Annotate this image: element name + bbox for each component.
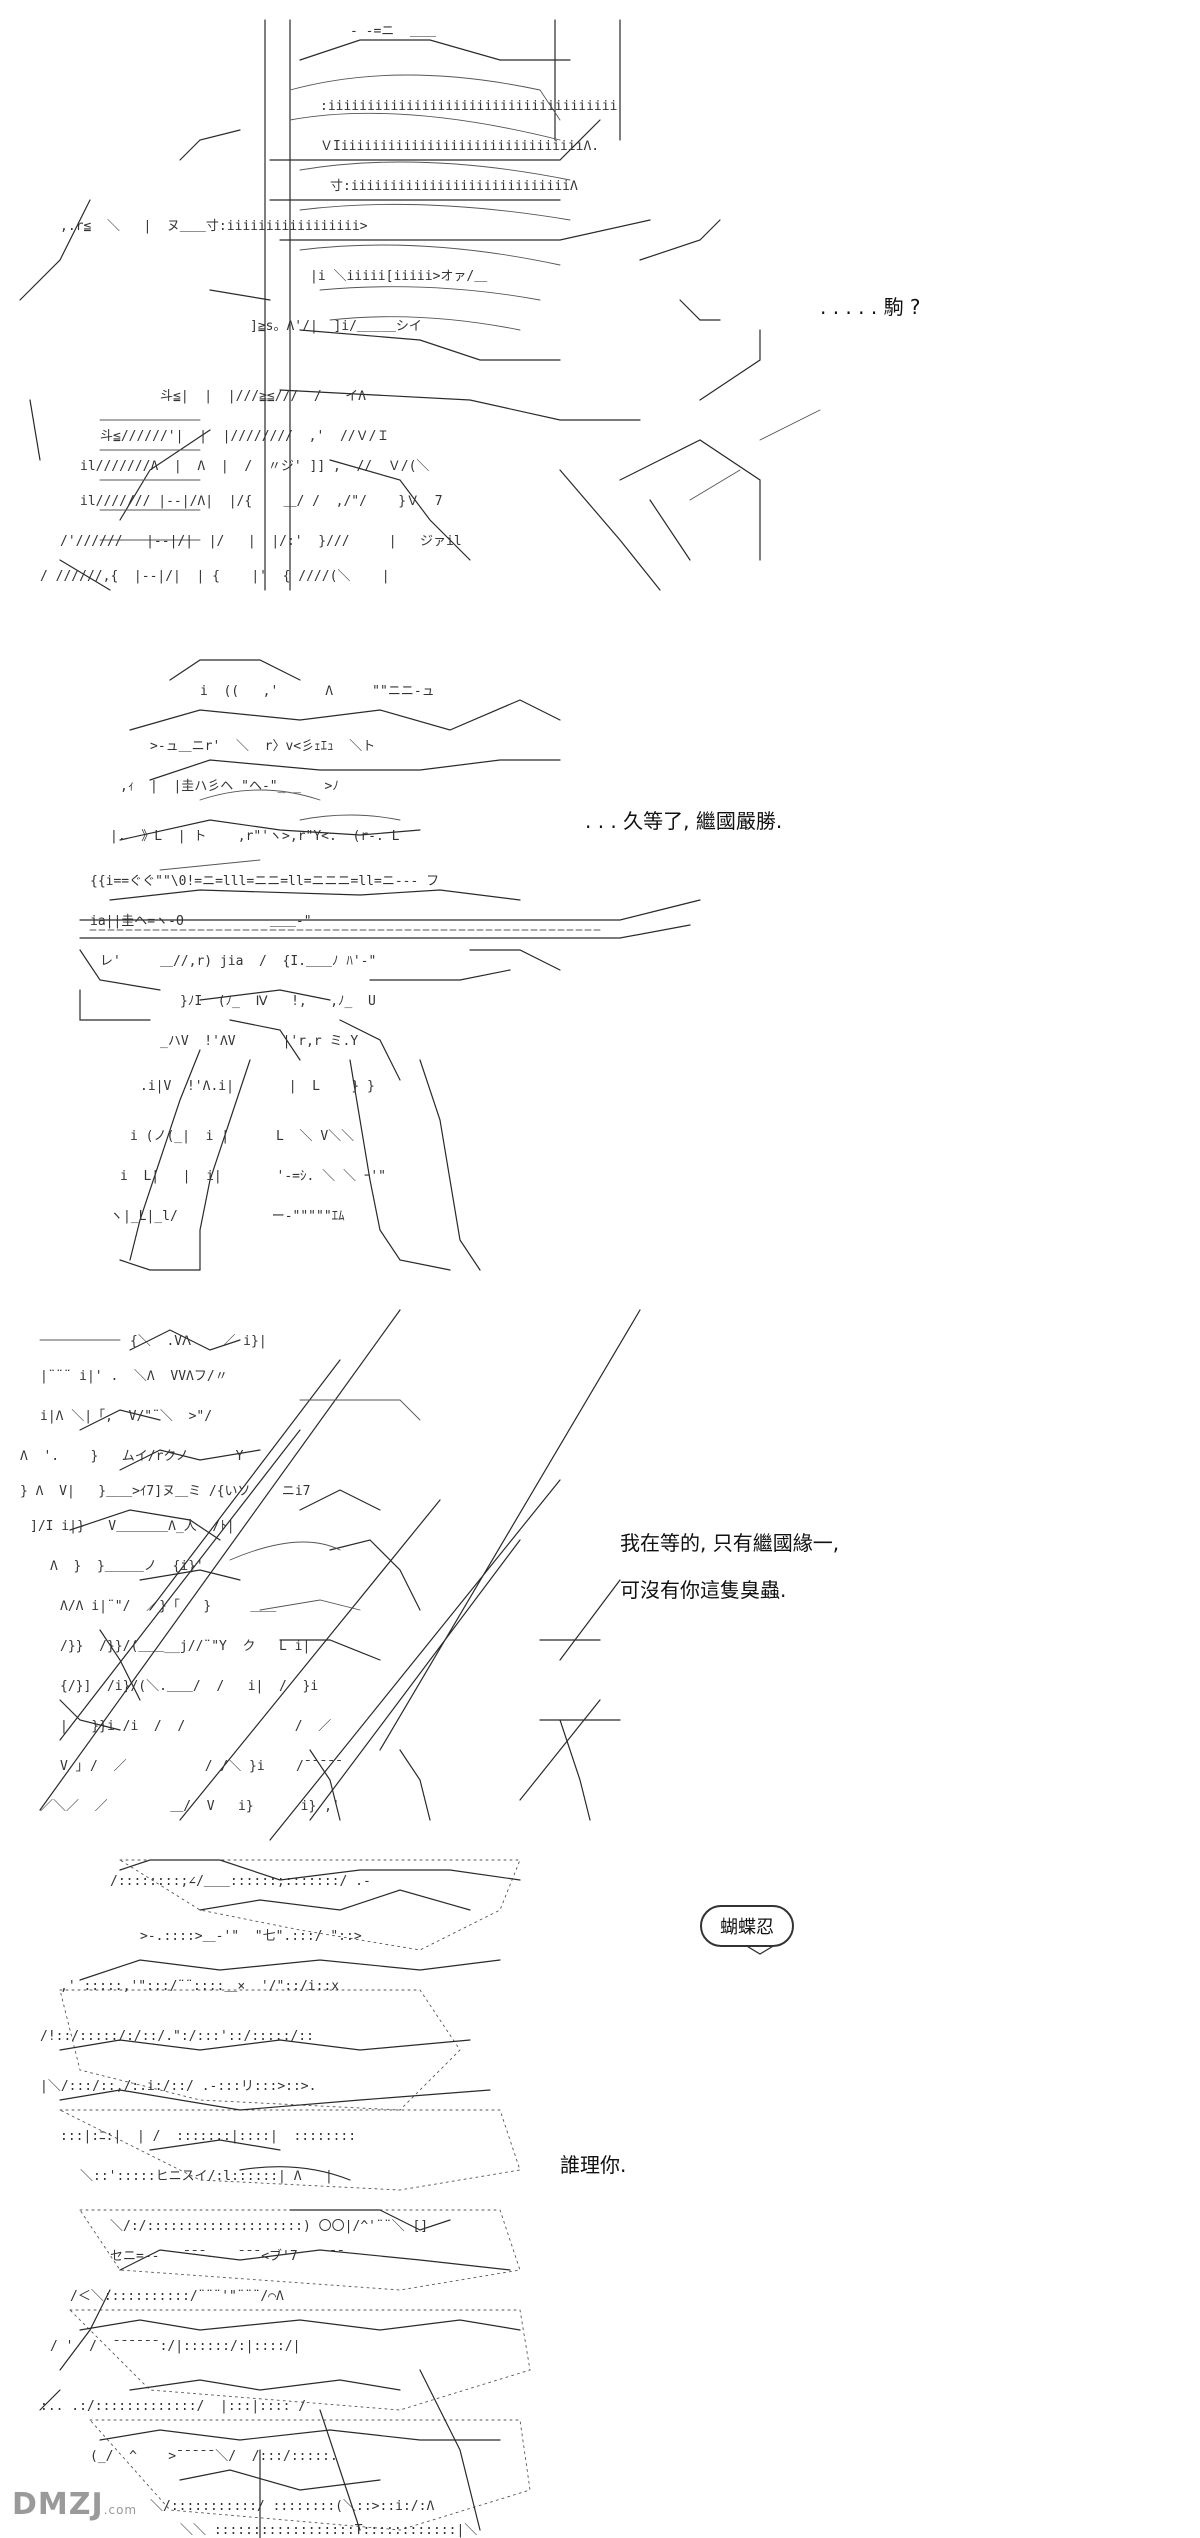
svg-text:/＜＼:::::::::::/¨¨¨'"¨¨¨/⌒Λ: /＜＼:::::::::::/¨¨¨'"¨¨¨/⌒Λ <box>70 2289 284 2304</box>
svg-text:ia||圭ヘ=ヽ-O ＿＿-": ia||圭ヘ=ヽ-O ＿＿-" <box>90 914 312 929</box>
svg-text:/}} /}}/(＿＿__j//¨"Y ク L i|: /}} /}}/(＿＿__j//¨"Y ク L i| <box>60 1639 310 1654</box>
svg-text:i L| | i| '-=ｼ. ＼ ＼: i L| | i| '-=ｼ. ＼ ＼ ｰ'" <box>120 1169 386 1184</box>
dmzj-watermark-logo: DMZJ.com <box>12 2487 137 2522</box>
svg-text:]/I i|} V＿＿＿＿Λ_人 /ﾄ|: ]/I i|} V＿＿＿＿Λ_人 /ﾄ| <box>30 1519 235 1534</box>
caption-panel-3-line-2: 可沒有你這隻臭蟲. <box>620 1578 787 1602</box>
caption-panel-4: 誰理你. <box>560 2153 627 2177</box>
svg-text:}ﾉI (ﾉ_ Ⅳ !, ,ﾉ_ U: }ﾉI (ﾉ_ Ⅳ !, ,ﾉ_ U <box>180 994 376 1009</box>
svg-text:,ｨ | |圭ハ彡ヘ "ヘ-"_ _ >ﾉ: ,ｨ | |圭ハ彡ヘ "ヘ-"_ _ >ﾉ <box>120 779 339 794</box>
svg-text:{＼ .Vᐱ ／ i}|: {＼ .Vᐱ ／ i}| <box>130 1334 267 1349</box>
svg-text:Λ '. } ムイ/rクノ Y: Λ '. } ムイ/rクノ Y <box>20 1449 244 1464</box>
panel-3: {＼ .Vᐱ ／ i}| |¨¨¨ i|' . ＼Λ VVΛフ/〃 i|Λ ＼|… <box>0 1280 1200 1850</box>
watermark-suffix: .com <box>103 2503 138 2517</box>
svg-text:斗≦//////'| | |//////// ,': 斗≦//////'| | |//////// ,' //Ｖ/Ｉ <box>100 429 389 444</box>
speech-bubble-name: 蝴蝶忍 <box>700 1905 794 1947</box>
svg-text:＼/:/::::::::::::::::::::) 〇〇|/: ＼/:/::::::::::::::::::::) 〇〇|/^'¨¨＼ [] <box>110 2219 428 2234</box>
svg-text:(_/ ^ >¯¯¯¯¯＼/ /:::/:::::: (_/ ^ >¯¯¯¯¯＼/ /:::/:::::. <box>90 2449 338 2464</box>
svg-text:{{i==ぐぐ""\0!=ニ=lll=ニニ=ll=ニニニ=l: {{i==ぐぐ""\0!=ニ=lll=ニニ=ll=ニニニ=ll=ニ-‐‐ フ <box>90 874 439 889</box>
speech-bubble-text: 蝴蝶忍 <box>720 1917 774 1938</box>
svg-text:/'////// |--|/| |/ | |/:: /'////// |--|/| |/ | |/:' }/// | ジァil <box>60 534 462 549</box>
svg-text:V ｣ / ／ / /＼ }i /: V ｣ / ／ / /＼ }i /¯¯¯¯¯ <box>60 1759 343 1774</box>
panel-4: /::::::::;∠/＿＿::::::;:::::::/ .- >-.::::… <box>0 1850 1200 2538</box>
svg-text:{/}] /i}/(＼.＿＿/ / i| / }: {/}] /i}/(＼.＿＿/ / i| / }i <box>60 1679 318 1694</box>
svg-text:寸:iiiiiiiiiiiiiiiiiiiiiiiiiiii: 寸:iiiiiiiiiiiiiiiiiiiiiiiiiiiiΛ <box>330 179 578 194</box>
panel-2: i (( ,' Λ ""ニニ-ュ >-ュ＿ニr' ＼ r〉v<彡ｪｴｭ ＼ト ,… <box>0 620 1200 1280</box>
svg-text:/!::/:::::/:/::/.":/:::'::/:::: /!::/:::::/:/::/.":/:::'::/:::::/:: <box>40 2029 314 2044</box>
svg-text:i|Λ ＼|「, V/"¨＼ >"/: i|Λ ＼|「, V/"¨＼ >"/ <box>40 1409 212 1424</box>
ascii-art-figure-1: - -=ニ ＿＿ :iiiiiiiiiiiiiiiiiiiiiiiiiiiiii… <box>19 19 821 591</box>
svg-text:il/////// |--|/Λ| |/{ ＿/ /: il/////// |--|/Λ| |/{ ＿/ / ,/"/ }Ｖ 7 <box>80 494 443 509</box>
watermark-text: DMZJ <box>12 2487 104 2522</box>
caption-panel-3-line-1: 我在等的, 只有繼國緣一, <box>620 1531 840 1555</box>
svg-text:i (ノ(_| i | L ＼ V＼＼: i (ノ(_| i | L ＼ V＼＼ <box>130 1129 354 1144</box>
svg-text:} Λ V| }＿＿>ｲ7]ヌ＿ミ /{いソ ニ: } Λ V| }＿＿>ｲ7]ヌ＿ミ /{いソ ニi7 <box>20 1484 311 1499</box>
svg-text:]≧s。Λ'/| ]i/＿＿＿シイ: ]≧s。Λ'/| ]i/＿＿＿シイ <box>250 319 422 334</box>
svg-text:.i|V !'Λ.i| | L } }: .i|V !'Λ.i| | L } } <box>140 1079 375 1094</box>
panel-1: - -=ニ ＿＿ :iiiiiiiiiiiiiiiiiiiiiiiiiiiiii… <box>0 0 1200 620</box>
svg-text:Λ/Λ i|¨"/ ／}「 } ＿＿: Λ/Λ i|¨"/ ／}「 } ＿＿ <box>60 1599 276 1614</box>
svg-text:＼＼ ::::::::::::::::::T::::::::: ＼＼ ::::::::::::::::::T::::::::::::|＼ <box>180 2523 477 2538</box>
svg-text:|¨¨¨ i|' . ＼Λ VVΛフ/〃: |¨¨¨ i|' . ＼Λ VVΛフ/〃 <box>40 1369 228 1384</box>
svg-text:＼/:::::::::::/ ::::::::(＼::>::: ＼/:::::::::::/ ::::::::(＼::>::i:/:Λ <box>150 2499 434 2514</box>
svg-text:／＼／ ／ ＿/ V i}: ／＼／ ／ ＿/ V i} i} ,' <box>40 1799 340 1814</box>
ascii-art-figure-2: i (( ,' Λ ""ニニ-ュ >-ュ＿ニr' ＼ r〉v<彡ｪｴｭ ＼ト ,… <box>79 659 701 1271</box>
svg-text:斗≦| | |///≧≦/// / イΛ: 斗≦| | |///≧≦/// / イΛ <box>160 389 366 404</box>
svg-text:ＶIiiiiiiiiiiiiiiiiiiiiiiiiiiii: ＶIiiiiiiiiiiiiiiiiiiiiiiiiiiiiiiiΛ. <box>320 139 599 154</box>
svg-text:/::::::::;∠/＿＿::::::;:::::::/: /::::::::;∠/＿＿::::::;:::::::/ .- <box>110 1874 371 1889</box>
svg-text:|. 》L | ト ,r"'ヽ>,r"Y<. (: |. 》L | ト ,r"'ヽ>,r"Y<. (r-. L <box>110 829 400 844</box>
svg-text:| }}i /i / /: | }}i /i / / / ／ <box>60 1719 331 1734</box>
svg-text:Λ } }＿＿＿ノ {i}': Λ } }＿＿＿ノ {i}' <box>50 1559 204 1574</box>
ascii-art-figure-4: /::::::::;∠/＿＿::::::;:::::::/ .- >-.::::… <box>39 1859 781 2538</box>
svg-text:>-.::::>＿-'" "七".:::/ "::>: >-.::::>＿-'" "七".:::/ "::> <box>140 1929 362 1944</box>
svg-text::.. .:/:::::::::::::/ |:::|::: :.. .:/:::::::::::::/ |:::|:::: / <box>40 2399 306 2414</box>
svg-text:il///////Λ | Λ | / 〃ジ' ]]: il///////Λ | Λ | / 〃ジ' ]] , // Ｖ/(＼ <box>80 459 429 474</box>
svg-text::iiiiiiiiiiiiiiiiiiiiiiiiiiiii: :iiiiiiiiiiiiiiiiiiiiiiiiiiiiiiiiiiiii <box>320 99 617 114</box>
svg-text:_ハV !'ΛV |'r,r ミ.Y: _ハV !'ΛV |'r,r ミ.Y <box>160 1034 358 1049</box>
ascii-art-figure-3: {＼ .Vᐱ ／ i}| |¨¨¨ i|' . ＼Λ VVΛフ/〃 i|Λ ＼|… <box>20 1309 641 1841</box>
svg-text:ヽ|_L|_l/ ー-"""""ｴﾑ: ヽ|_L|_l/ ー-"""""ｴﾑ <box>110 1209 345 1224</box>
svg-text:>-ュ＿ニr' ＼ r〉v<彡ｪｴｭ ＼ト: >-ュ＿ニr' ＼ r〉v<彡ｪｴｭ ＼ト <box>150 739 375 754</box>
svg-text:セニ=-- ¯¯¯- ¯¯¯<ブ'7 ¯¯¯: セニ=-- ¯¯¯- ¯¯¯<ブ'7 ¯¯¯ <box>110 2248 345 2264</box>
svg-text:/ ' / ¯¯¯¯¯¯:/|::::::/:|::::: / ' / ¯¯¯¯¯¯:/|::::::/:|::::/| <box>50 2339 300 2354</box>
caption-panel-2: . . . 久等了, 繼國嚴勝. <box>585 809 783 833</box>
svg-text:,.r≦ ＼ | ヌ＿＿寸:iiiiiiiiiiii: ,.r≦ ＼ | ヌ＿＿寸:iiiiiiiiiiiiiiiii> <box>60 219 368 234</box>
svg-text:- -=ニ ＿＿: - -=ニ ＿＿ <box>350 24 436 39</box>
svg-text:i (( ,' Λ ""ニニ-ュ: i (( ,' Λ ""ニニ-ュ <box>200 684 435 699</box>
svg-text:,' :::::,'":::/¨¨::::＿× '/"::: ,' :::::,'":::/¨¨::::＿× '/"::/i::x <box>60 1979 339 1994</box>
caption-panel-1: . . . . . 駒 ? <box>820 295 921 319</box>
svg-text:|i ＼iiiii[iiiii>オァ/＿: |i ＼iiiii[iiiii>オァ/＿ <box>310 269 487 284</box>
svg-text:レ' ＿//,r) jia / {I.＿＿ﾉ ﾊ: レ' ＿//,r) jia / {I.＿＿ﾉ ﾊ'-" <box>100 954 376 969</box>
svg-text:/ //////,{ |--|/| | { |': / //////,{ |--|/| | { |' { ////(＼ | <box>40 569 390 584</box>
svg-text:|＼/:::/::,/:.i:/::/ .-:::リ:::>: |＼/:::/::,/:.i:/::/ .-:::リ:::>::>. <box>40 2079 316 2094</box>
svg-text:＼::':::::ヒニスイ/:l::::::| Λ |: ＼::':::::ヒニスイ/:l::::::| Λ | <box>80 2169 333 2184</box>
svg-text::::|:ﾆ:| | / :::::::|::::|: :::|:ﾆ:| | / :::::::|::::| :::::::: <box>60 2129 356 2144</box>
